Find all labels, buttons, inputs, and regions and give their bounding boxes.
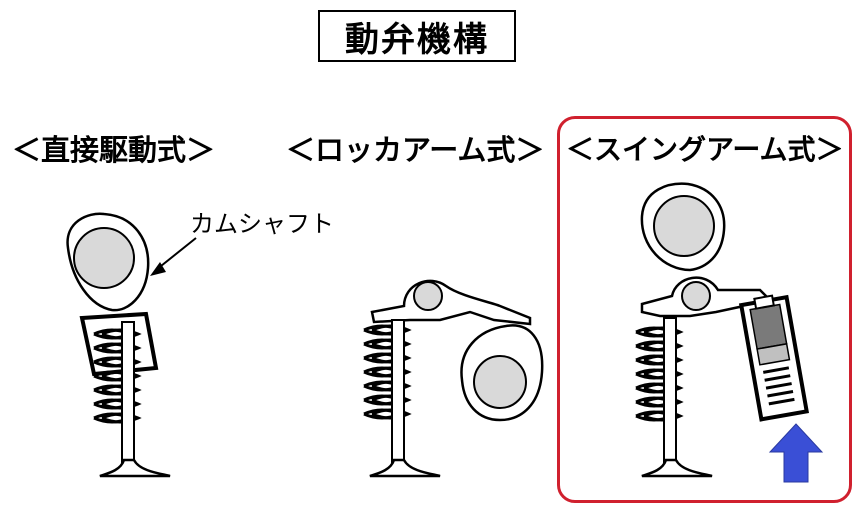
rocker-valve-stem: [369, 319, 441, 478]
rocker-arm: [370, 279, 532, 326]
rocker-camshaft-lobe: [460, 324, 544, 422]
camshaft-lobe: [66, 212, 150, 312]
swing-arm: [640, 276, 773, 318]
swing-valve-stem: [641, 317, 713, 478]
hydraulic-lash-adjuster: [738, 294, 810, 422]
label-direct-drive: ＜直接駆動式＞: [12, 133, 216, 167]
swing-arm-highlight-frame: [557, 116, 852, 503]
swing-arm-mechanism: [634, 182, 824, 483]
valve-stem: [99, 321, 171, 478]
rocker-arm-mechanism: [362, 279, 544, 478]
camshaft-label: カムシャフト: [190, 210, 334, 238]
up-arrow-icon: [768, 423, 824, 483]
direct-drive-mechanism: [66, 212, 197, 478]
label-swing-arm: ＜スイングアーム式＞: [566, 133, 844, 166]
swing-camshaft-lobe: [640, 182, 726, 272]
label-rocker-arm: ＜ロッカアーム式＞: [286, 133, 545, 167]
cam-pointer-arrow: [150, 237, 197, 276]
page-title: 動弁機構: [318, 10, 516, 62]
